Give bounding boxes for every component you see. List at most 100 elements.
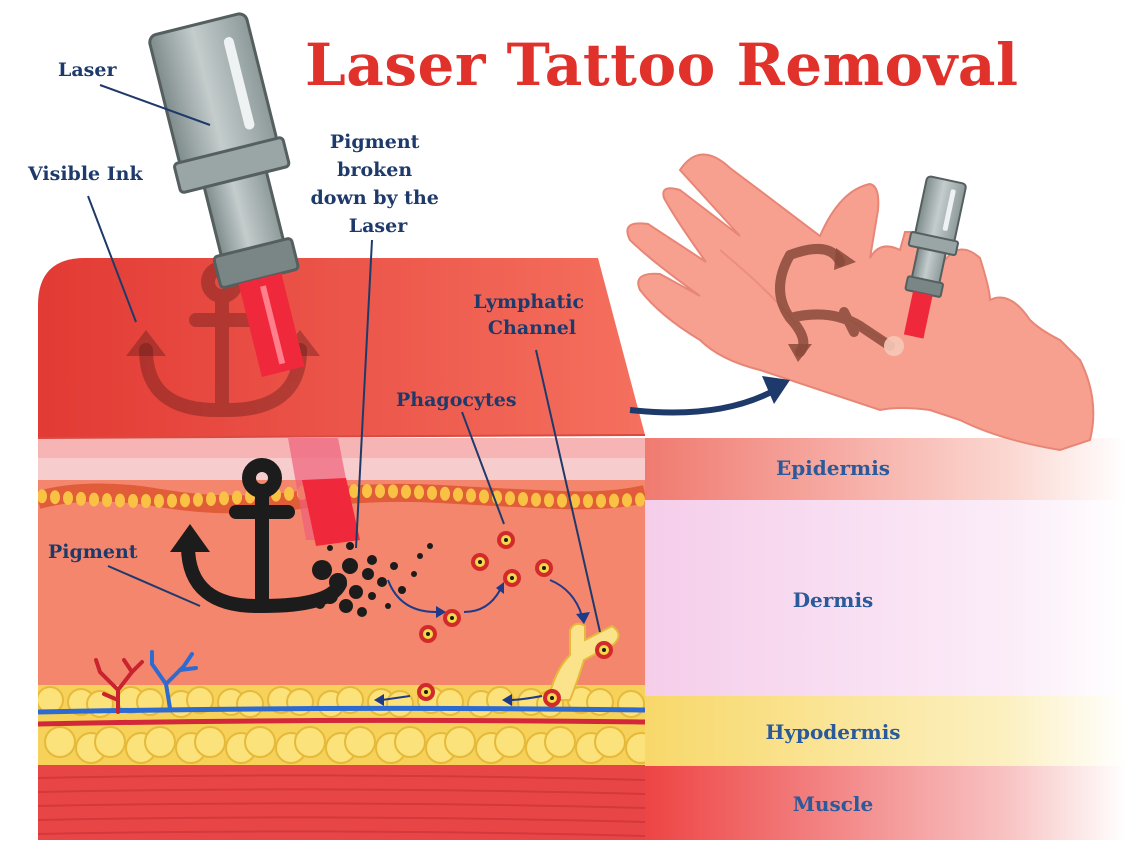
basal-cell	[570, 493, 580, 508]
phagocyte-nucleus	[504, 538, 508, 542]
basal-cell	[102, 493, 112, 508]
hypodermis-band	[645, 696, 1126, 766]
epidermis-label: Epidermis	[776, 456, 890, 480]
fat-cell	[244, 726, 276, 758]
layer-bands	[645, 438, 1126, 840]
basal-cell	[544, 493, 554, 508]
muscle-band	[645, 766, 1126, 840]
fat-cell	[436, 688, 464, 716]
basal-cell	[479, 489, 489, 504]
pigment-label: Pigment	[48, 541, 138, 563]
pigment-particle	[312, 560, 332, 580]
basal-cell	[518, 492, 528, 507]
basal-cell	[349, 484, 359, 499]
hand-shape	[626, 153, 1095, 452]
basal-cell	[154, 493, 164, 508]
artery-line	[38, 717, 645, 727]
fat-cell	[444, 726, 476, 758]
pigment-particle	[315, 599, 325, 609]
pigment-particle	[367, 555, 377, 565]
fat-cell	[544, 726, 576, 758]
vein-line	[38, 705, 645, 715]
pigment-broken-label: Pigment broken down by the Laser	[311, 131, 446, 237]
basal-cell	[453, 487, 463, 502]
phagocyte-flow-arrows	[381, 579, 583, 701]
phagocyte-nucleus	[550, 696, 554, 700]
basal-cell	[76, 491, 86, 506]
basal-cell	[414, 485, 424, 500]
phagocyte-nucleus	[602, 648, 606, 652]
hand-illustration	[626, 153, 1095, 452]
pigment-particle	[411, 571, 417, 577]
phagocyte-nucleus	[478, 560, 482, 564]
basal-cell	[531, 492, 541, 507]
leader-lines	[87, 84, 601, 633]
basal-cell	[466, 488, 476, 503]
basal-cell	[128, 493, 138, 508]
basal-cell	[362, 484, 372, 499]
basal-cell	[583, 493, 593, 508]
basal-cell	[622, 493, 632, 508]
fat-cell	[594, 726, 626, 758]
basal-cell	[635, 492, 645, 507]
fat-cell	[294, 726, 326, 758]
basal-cell	[89, 492, 99, 507]
capillary-blue	[150, 650, 198, 710]
dermis-label: Dermis	[793, 588, 874, 612]
basal-cell	[141, 493, 151, 508]
hand-tattoo	[775, 243, 895, 357]
basal-cell	[63, 491, 73, 506]
fat-cell	[617, 690, 645, 718]
block-to-hand-arrowhead	[762, 376, 790, 404]
pigment-particle	[390, 562, 398, 570]
fat-cell	[44, 726, 76, 758]
fat-cell	[344, 726, 376, 758]
flow-arrowheads	[374, 582, 590, 706]
capillary-red	[94, 658, 144, 714]
fat-cell	[394, 726, 426, 758]
fat-cell	[194, 726, 226, 758]
small-laser-device	[903, 175, 967, 339]
fat-cell	[494, 726, 526, 758]
skin-cross-section	[37, 258, 646, 840]
epidermis-layer	[38, 438, 645, 458]
pigment-particle	[427, 543, 433, 549]
pigment-particle	[346, 542, 354, 550]
basal-cell	[38, 489, 47, 504]
basal-cells	[38, 484, 645, 508]
phagocyte-nucleus	[424, 690, 428, 694]
phagocytes	[417, 531, 613, 707]
phagocyte-nucleus	[510, 576, 514, 580]
basal-cell	[206, 492, 216, 507]
basal-cell	[232, 490, 242, 505]
broken-pigment-particles	[312, 542, 433, 617]
phagocytes-label: Phagocytes	[396, 389, 517, 411]
basal-cell	[440, 486, 450, 501]
basal-cell	[167, 493, 177, 508]
pigment-particle	[398, 586, 406, 594]
visible-ink-anchor	[139, 261, 307, 418]
pigment-particle	[385, 603, 391, 609]
pigment-particle	[362, 568, 374, 580]
muscle-label: Muscle	[793, 792, 873, 816]
pigment-particle	[322, 588, 338, 604]
basal-cell	[557, 493, 567, 508]
fat-cell	[144, 726, 176, 758]
pigment-particle	[327, 545, 333, 551]
basal-cell	[609, 493, 619, 508]
phagocyte-nucleus	[426, 632, 430, 636]
page-title: Laser Tattoo Removal	[305, 31, 1018, 99]
pigment-particle	[329, 573, 347, 591]
block-to-hand-arrow	[629, 387, 777, 416]
laser-device	[148, 12, 305, 378]
fat-cell	[94, 726, 126, 758]
pigment-particle	[377, 577, 387, 587]
hand-tattoo-arrowheads	[788, 248, 856, 362]
phagocyte-nucleus	[450, 616, 454, 620]
pigment-particle	[357, 607, 367, 617]
basal-cell	[180, 493, 190, 508]
pigment-particle	[417, 553, 423, 559]
pigment-particle	[342, 558, 358, 574]
basal-cell	[284, 486, 294, 501]
